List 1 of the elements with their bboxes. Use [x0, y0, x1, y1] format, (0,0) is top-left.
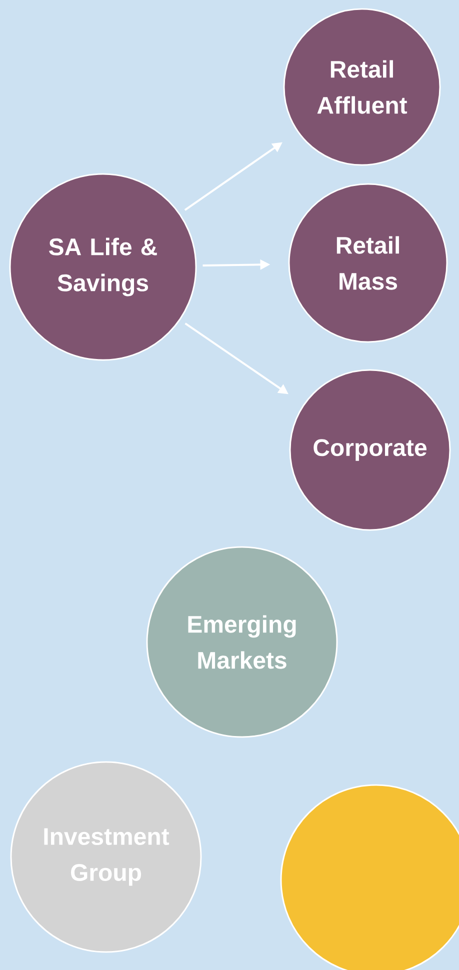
segment-circle: [280, 784, 459, 970]
